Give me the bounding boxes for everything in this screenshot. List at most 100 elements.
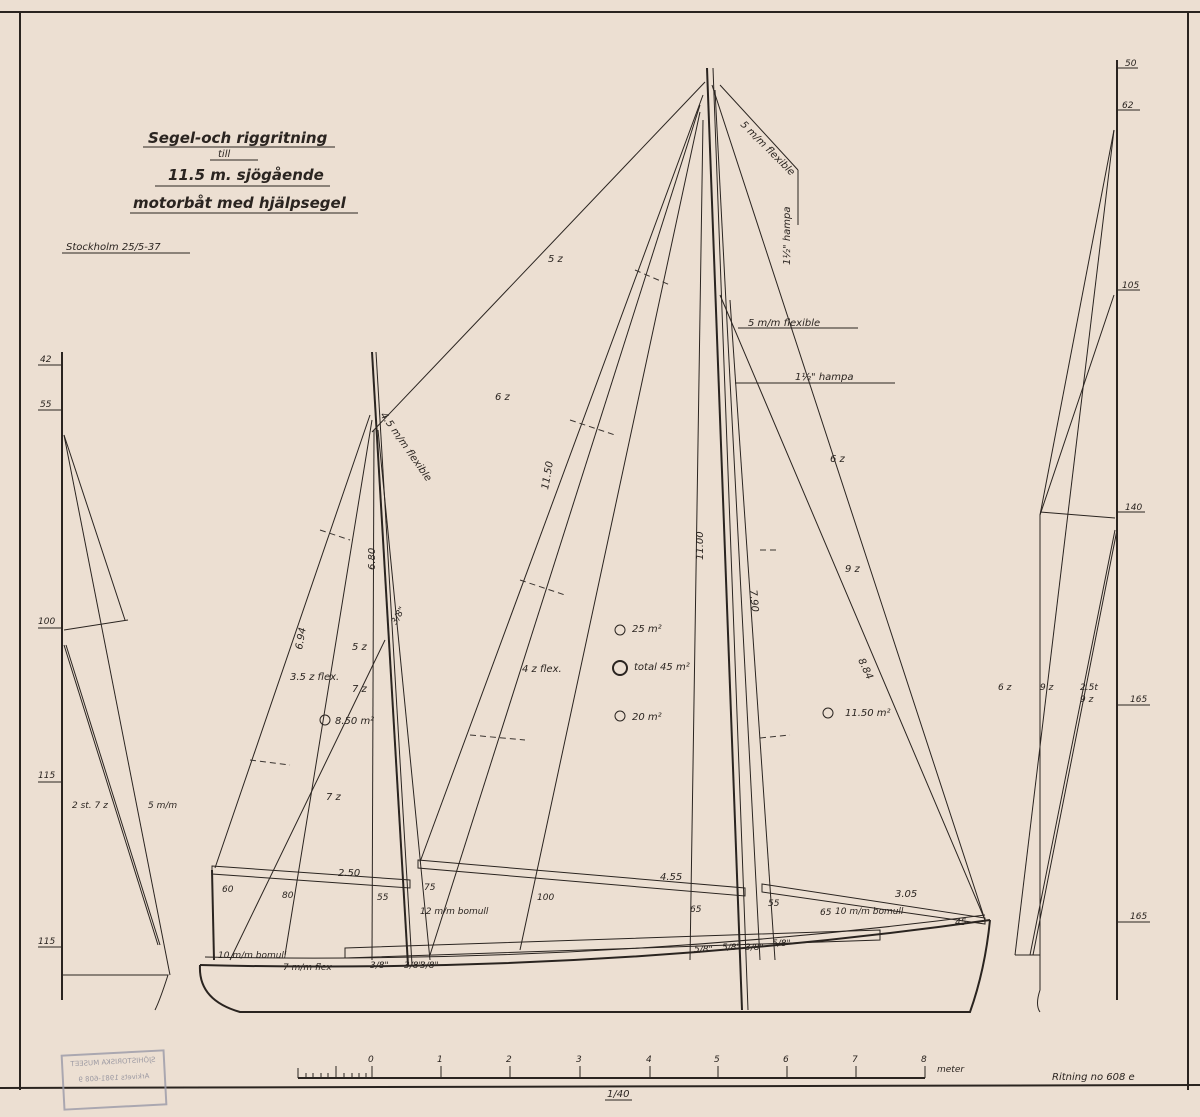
- scale-unit-label: meter: [937, 1065, 965, 1075]
- title-line3: 11.5 m. sjögående: [168, 166, 324, 184]
- rigging-labels-s5b-label: 5 z: [352, 642, 368, 653]
- rigging-labels-wire-5-flex-top-label: 5 m/m flexible: [738, 119, 797, 178]
- rigging-labels-b55-label: 55: [377, 893, 389, 903]
- sail-areas-b-label: 20 m²: [632, 712, 662, 723]
- left-view-h100-label: 100: [38, 617, 55, 627]
- rigging-labels-dim-694-label: 6.94: [294, 627, 309, 651]
- rigging-labels-s6-label: 6 z: [495, 392, 511, 403]
- place-date: Stockholm 25/5-37: [66, 242, 161, 253]
- rigging-labels-f5-label: 5/8": [722, 943, 741, 953]
- centroid-total-icon: [612, 660, 628, 676]
- scale-ticks-0-label: 0: [368, 1055, 374, 1065]
- rigging-labels-f7-label: 5/8": [772, 939, 791, 949]
- drawing-number: Ritning no 608 e: [1052, 1072, 1135, 1083]
- right-view-b-label: 9 z: [1040, 683, 1054, 693]
- rigging-labels-s7b-label: 7 z: [326, 792, 342, 803]
- title-line1: Segel-och riggritning: [148, 129, 328, 147]
- stamp-archive-label: Arkivets 1981-608 9: [78, 1072, 150, 1084]
- rigging-labels-b45-label: 45: [955, 918, 967, 928]
- rigging-labels-dim-884-label: 8.84: [855, 657, 874, 682]
- rigging-labels-mizzen-flex-label: 4.5 m/m flexible: [378, 410, 434, 483]
- sail-areas-mizzen-label: 8.50 m²: [335, 716, 374, 727]
- scale-ticks-3-label: 3: [576, 1055, 582, 1065]
- rigging-labels-bom10-label: 10 m/m bomull: [218, 951, 287, 961]
- stamp-museum-label: SJÖHISTORISKA MUSEET: [70, 1055, 156, 1069]
- rigging-labels-b65b-label: 65: [820, 908, 832, 918]
- rigging-labels-f6-label: 3/8": [745, 943, 764, 953]
- rigging-labels-f2-label: 3/8": [404, 961, 423, 971]
- rigging-labels-flex4-label: 4 z flex.: [522, 664, 562, 675]
- rigging-labels-frac38-label: 3/8": [390, 605, 408, 626]
- rigging-labels-boom-250-label: 2.50: [338, 868, 360, 879]
- right-view-h165b-label: 165: [1130, 912, 1147, 922]
- title-line2: till: [218, 149, 230, 160]
- rigging-labels-dim-1100-label: 11.00: [695, 531, 706, 560]
- title-line4: motorbåt med hjälpsegel: [133, 194, 347, 212]
- rigging-labels-flex35-label: 3.5 z flex.: [290, 672, 339, 683]
- left-view-st-label: 2 st. 7 z: [72, 801, 108, 811]
- rigging-labels-bom12-label: 12 m/m bomull: [420, 907, 489, 917]
- scale-ticks-4-label: 4: [646, 1055, 652, 1065]
- rigging-labels-dim-1150-label: 11.50: [540, 460, 556, 490]
- scale-ticks-5-label: 5: [714, 1055, 720, 1065]
- right-view-h50-label: 50: [1125, 59, 1137, 69]
- scale-ticks-1-label: 1: [437, 1055, 443, 1065]
- centroid-icon: [614, 710, 626, 722]
- scale-ratio-label: 1/40: [607, 1089, 629, 1100]
- rigging-labels-s9-label: 9 z: [845, 564, 861, 575]
- right-view-d-label: 9 z: [1080, 695, 1094, 705]
- right-view-h140-label: 140: [1125, 503, 1142, 513]
- sail-areas-total-label: total 45 m²: [634, 662, 690, 673]
- scale-ticks-2-label: 2: [506, 1055, 512, 1065]
- rigging-labels-hemp-mid-label: 1½" hampa: [795, 371, 854, 383]
- rigging-labels-dim-790-label: 7.90: [747, 589, 760, 612]
- rigging-labels-f4-label: 5/8": [694, 945, 713, 955]
- rigging: [214, 81, 986, 961]
- left-view-s5-label: 5 m/m: [148, 801, 177, 811]
- left-view-h115b-label: 115: [38, 937, 55, 947]
- left-view-h42-label: 42: [40, 355, 52, 365]
- sail-areas-a-label: 25 m²: [632, 624, 662, 635]
- rigging-labels-boom-455-label: 4.55: [660, 872, 682, 883]
- scale-bar[interactable]: 0 1 2 3 4 5 6 7 8 meter 1/40: [297, 1055, 965, 1101]
- rigging-labels-flex7-label: 7 m/m flex: [283, 963, 332, 973]
- rigging-labels: 5 m/m flexible 1½" hampa 5 m/m flexible …: [218, 119, 967, 973]
- right-view-h165-label: 165: [1130, 695, 1147, 705]
- rigging-labels-bom10b-label: 10 m/m bomull: [835, 907, 904, 917]
- centroid-icon: [822, 707, 834, 719]
- rigging-labels-b65-label: 65: [690, 905, 702, 915]
- right-view-h105-label: 105: [1122, 281, 1139, 291]
- right-view-h62-label: 62: [1122, 101, 1134, 111]
- masts: [371, 67, 749, 1011]
- rigging-labels-boom-305-label: 3.05: [895, 889, 917, 900]
- rigging-labels-s5-label: 5 z: [548, 254, 564, 265]
- hull: [198, 914, 991, 1013]
- title-block: Segel-och riggritning till 11.5 m. sjögå…: [62, 129, 358, 254]
- left-side-view: 42 55 100 115 115 2 st. 7 z 5 m/m: [38, 352, 177, 1011]
- left-view-h115-label: 115: [38, 771, 55, 781]
- scale-ticks-8-label: 8: [921, 1055, 927, 1065]
- centroid-icon: [614, 624, 626, 636]
- rigging-labels-b75-label: 75: [424, 883, 436, 893]
- sail-areas-jib-label: 11.50 m²: [845, 708, 891, 719]
- museum-stamp: SJÖHISTORISKA MUSEET Arkivets 1981-608 9: [60, 1049, 168, 1111]
- right-view-c-label: 2.5t: [1080, 683, 1098, 693]
- rigging-labels-b55b-label: 55: [768, 899, 780, 909]
- right-side-view: 50 62 105 140 165 165 6 z 9 z 2.5t 9 z: [998, 59, 1150, 1013]
- right-view-a-label: 6 z: [998, 683, 1012, 693]
- rigging-labels-f1-label: 3/8": [370, 961, 389, 971]
- left-view-h55-label: 55: [40, 400, 52, 410]
- rigging-labels-s7-label: 7 z: [352, 684, 368, 695]
- centroid-icon: [319, 714, 331, 726]
- sail-area-markers: 25 m² total 45 m² 20 m² 8.50 m² 11.50 m²: [319, 624, 891, 727]
- rigging-labels-b100-label: 100: [537, 893, 554, 903]
- scale-ticks-6-label: 6: [783, 1055, 789, 1065]
- rigging-labels-s6b-label: 6 z: [830, 454, 846, 465]
- border: [0, 11, 1200, 1090]
- rigging-labels-wire-5-flex-mid-label: 5 m/m flexible: [748, 318, 820, 329]
- rigging-labels-f3-label: 3/8": [420, 961, 439, 971]
- rigging-labels-b80-label: 80: [282, 891, 294, 901]
- rigging-labels-hemp-top-label: 1½" hampa: [781, 206, 793, 265]
